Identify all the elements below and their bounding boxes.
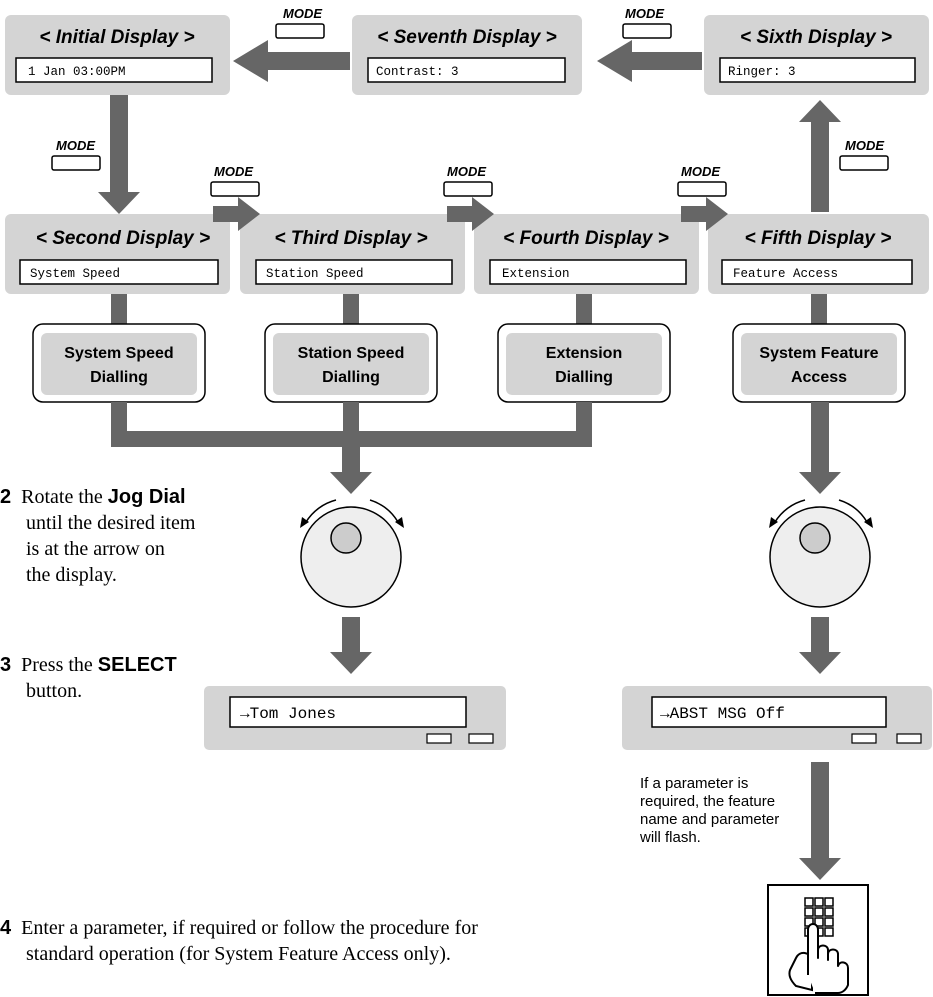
- mode-button-left: MODE: [51, 138, 101, 171]
- third-display-panel: < Third Display > Station Speed: [240, 214, 465, 294]
- svg-text:MODE: MODE: [214, 164, 253, 179]
- fifth-display-panel: < Fifth Display > Feature Access: [708, 214, 929, 294]
- arrow-to-keypad: [799, 762, 841, 880]
- left-select-lcd: →Tom Jones: [240, 705, 336, 723]
- seventh-display-title: < Seventh Display >: [377, 27, 557, 48]
- jog-dial-right-icon: [769, 499, 873, 608]
- initial-display-title: < Initial Display >: [39, 27, 194, 48]
- sixth-display-lcd: Ringer: 3: [728, 65, 796, 79]
- right-select-panel: →ABST MSG Off: [622, 686, 932, 750]
- arrow-left-dial-to-lcd: [330, 617, 372, 674]
- fifth-display-lcd: Feature Access: [733, 267, 838, 281]
- svg-text:System Feature: System Feature: [759, 345, 878, 362]
- svg-text:MODE: MODE: [681, 164, 720, 179]
- mode-button-right: MODE: [839, 138, 889, 171]
- svg-text:System Speed: System Speed: [64, 345, 173, 362]
- fifth-display-title: < Fifth Display >: [745, 228, 892, 249]
- arrow-initial-to-second: [98, 95, 140, 214]
- mode-button-third-fourth: MODE: [443, 164, 493, 197]
- sixth-display-title: < Sixth Display >: [740, 27, 892, 48]
- second-display-panel: < Second Display > System Speed: [5, 214, 230, 294]
- arrow-third-to-fourth: [447, 197, 494, 231]
- mode-button-top-left: MODE: [275, 6, 325, 39]
- arrow-sixth-to-seventh: [597, 40, 702, 82]
- merge-connector: [111, 402, 592, 447]
- arrow-to-right-jog-dial: [799, 402, 841, 494]
- svg-text:MODE: MODE: [845, 138, 884, 153]
- arrow-second-to-third: [213, 197, 260, 231]
- svg-text:MODE: MODE: [625, 6, 664, 21]
- seventh-display-panel: < Seventh Display > Contrast: 3: [352, 15, 582, 95]
- arrow-fifth-to-sixth: [799, 100, 841, 212]
- feature-box-station-speed: Station Speed Dialling: [264, 323, 438, 403]
- jog-dial-left-icon: [300, 499, 404, 608]
- sixth-display-panel: < Sixth Display > Ringer: 3: [704, 15, 929, 95]
- svg-text:Dialling: Dialling: [555, 369, 613, 386]
- fourth-display-lcd: Extension: [502, 267, 570, 281]
- left-select-panel: →Tom Jones: [204, 686, 506, 750]
- arrow-right-dial-to-lcd: [799, 617, 841, 674]
- mode-button-fourth-fifth: MODE: [677, 164, 727, 197]
- svg-text:MODE: MODE: [56, 138, 95, 153]
- second-display-title: < Second Display >: [36, 228, 210, 249]
- fourth-display-panel: < Fourth Display > Extension: [474, 214, 699, 294]
- svg-text:Dialling: Dialling: [90, 369, 148, 386]
- arrow-to-left-jog-dial: [330, 447, 372, 494]
- seventh-display-lcd: Contrast: 3: [376, 65, 459, 79]
- initial-display-panel: < Initial Display > 1 Jan 03:00PM: [5, 15, 230, 95]
- arrow-seventh-to-initial: [233, 40, 350, 82]
- feature-box-system-feature: System Feature Access: [732, 323, 906, 403]
- parameter-note: If a parameter is required, the feature …: [640, 775, 780, 846]
- third-display-title: < Third Display >: [274, 228, 427, 249]
- svg-text:Extension: Extension: [546, 345, 622, 362]
- svg-text:Station Speed: Station Speed: [298, 345, 405, 362]
- mode-button-top-right: MODE: [622, 6, 672, 39]
- initial-display-lcd: 1 Jan 03:00PM: [28, 65, 126, 79]
- svg-text:Dialling: Dialling: [322, 369, 380, 386]
- keypad-hand-icon: [767, 884, 869, 996]
- arrow-fourth-to-fifth: [681, 197, 728, 231]
- right-select-lcd: →ABST MSG Off: [660, 705, 785, 723]
- svg-text:Access: Access: [791, 369, 847, 386]
- fourth-display-title: < Fourth Display >: [503, 228, 669, 249]
- feature-box-system-speed: System Speed Dialling: [32, 323, 206, 403]
- svg-text:MODE: MODE: [283, 6, 322, 21]
- third-display-lcd: Station Speed: [266, 267, 364, 281]
- feature-box-extension: Extension Dialling: [497, 323, 671, 403]
- second-display-lcd: System Speed: [30, 267, 120, 281]
- mode-button-second-third: MODE: [210, 164, 260, 197]
- svg-text:MODE: MODE: [447, 164, 486, 179]
